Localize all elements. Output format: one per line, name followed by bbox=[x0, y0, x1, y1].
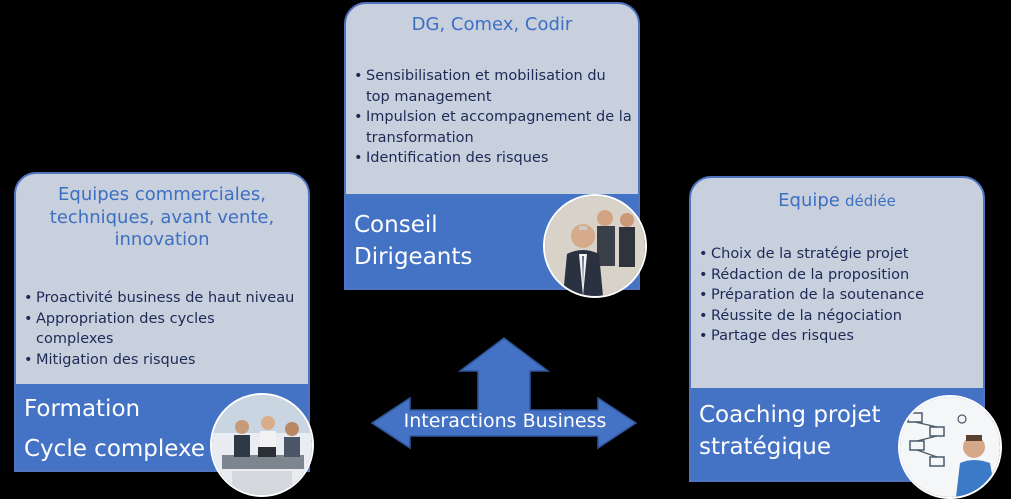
strategy-photo bbox=[898, 395, 1002, 499]
bullet-item: Partage des risques bbox=[699, 326, 979, 347]
title-line: Equipes commerciales, bbox=[58, 184, 266, 205]
footer-line: stratégique bbox=[699, 434, 832, 460]
bullet-item: Choix de la stratégie projet bbox=[699, 244, 979, 265]
executives-image bbox=[545, 196, 645, 296]
footer-line: Dirigeants bbox=[354, 244, 473, 270]
bullet-item: Mitigation des risques bbox=[24, 350, 308, 371]
strategy-image bbox=[900, 397, 1000, 497]
title-part: Equipe bbox=[778, 190, 840, 211]
title-line: innovation bbox=[114, 229, 210, 250]
bullet-item: Proactivité business de haut niveau bbox=[24, 288, 308, 309]
bullet-item: Appropriation des cycles complexes bbox=[24, 309, 236, 350]
bullet-list: Sensibilisation et mobilisation du top m… bbox=[354, 66, 634, 169]
bullet-item: Préparation de la soutenance bbox=[699, 285, 979, 306]
card-title: Equipes commerciales, techniques, avant … bbox=[16, 184, 308, 252]
bullet-item: Sensibilisation et mobilisation du top m… bbox=[354, 66, 626, 107]
card-title: Equipe dédiée bbox=[691, 190, 983, 213]
bullet-list: Proactivité business de haut niveau Appr… bbox=[24, 288, 308, 370]
footer-line: Formation bbox=[24, 396, 141, 422]
footer-line: Cycle complexe bbox=[24, 436, 206, 462]
card-formation: Equipes commerciales, techniques, avant … bbox=[14, 172, 310, 472]
executives-photo bbox=[543, 194, 647, 298]
bullet-item: Impulsion et accompagnement de la transf… bbox=[354, 107, 634, 148]
title-line: techniques, avant vente, bbox=[49, 206, 275, 228]
title-part: dédiée bbox=[844, 192, 896, 210]
card-title: DG, Comex, Codir bbox=[411, 14, 573, 35]
cross-arrow-icon bbox=[370, 337, 638, 450]
footer-line: Coaching projet bbox=[699, 402, 881, 428]
bullet-item: Réussite de la négociation bbox=[699, 306, 979, 327]
bullet-list: Choix de la stratégie projet Rédaction d… bbox=[699, 244, 979, 347]
interactions-label: Interactions Business bbox=[403, 410, 607, 432]
bullet-item: Rédaction de la proposition bbox=[699, 265, 979, 286]
bullet-item: Identification des risques bbox=[354, 148, 634, 169]
footer-line: Conseil bbox=[354, 212, 438, 238]
